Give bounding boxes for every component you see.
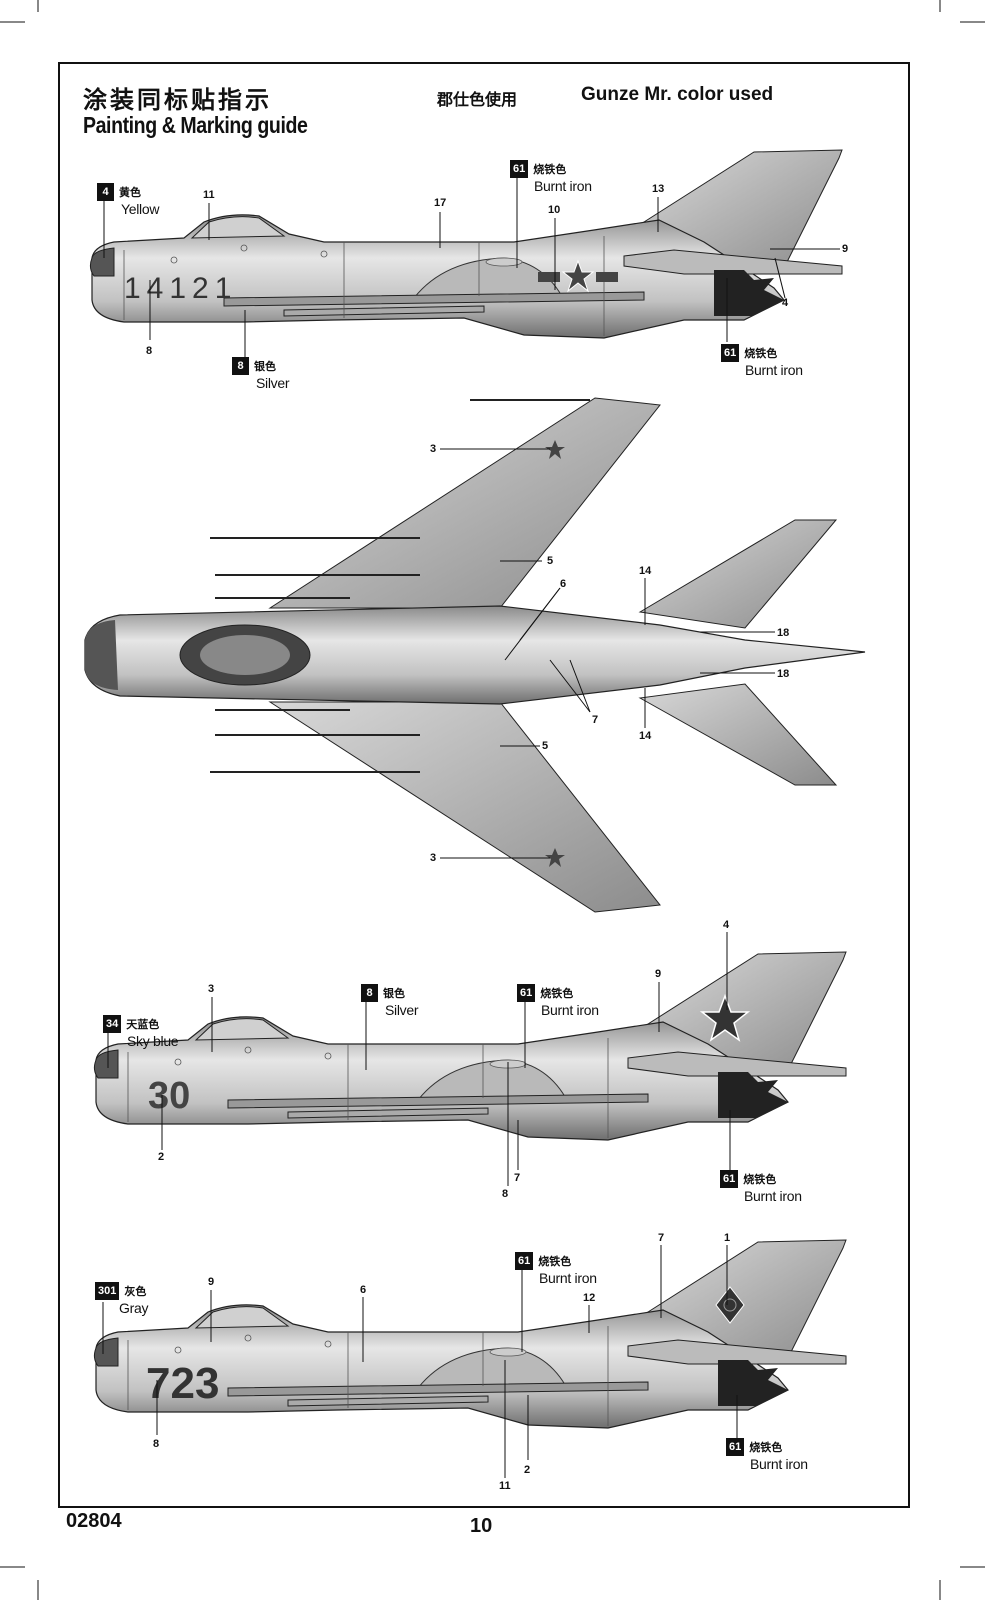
page-number: 10 xyxy=(470,1515,493,1537)
decal-ref: 4 xyxy=(723,919,730,931)
callout-sky-blue: 34 天蓝色 Sky blue xyxy=(103,1015,179,1049)
callout-burnt-iron: 61 烧铁色 Burnt iron xyxy=(515,1252,597,1286)
decal-ref: 5 xyxy=(542,740,549,752)
color-chip: 61 xyxy=(517,984,536,1002)
color-cn: 烧铁色 xyxy=(749,1442,783,1454)
color-cn: 天蓝色 xyxy=(126,1019,160,1031)
color-chip: 8 xyxy=(232,357,249,375)
page-frame xyxy=(58,62,910,1508)
decal-ref: 8 xyxy=(146,345,153,357)
decal-ref: 13 xyxy=(652,183,665,195)
decal-ref: 7 xyxy=(514,1172,521,1184)
color-cn: 烧铁色 xyxy=(540,988,574,1000)
color-cn: 烧铁色 xyxy=(533,164,567,176)
color-chip: 61 xyxy=(720,1170,739,1188)
color-chip: 4 xyxy=(97,183,114,201)
decal-ref: 11 xyxy=(499,1480,511,1492)
color-chip: 34 xyxy=(103,1015,122,1033)
decal-ref: 6 xyxy=(360,1284,367,1296)
color-en: Burnt iron xyxy=(539,1270,597,1286)
kit-number: 02804 xyxy=(66,1510,122,1532)
top-view-aircraft xyxy=(84,397,866,913)
decal-ref: 6 xyxy=(560,578,567,590)
callout-burnt-iron: 61 烧铁色 Burnt iron xyxy=(726,1438,808,1472)
color-en: Burnt iron xyxy=(541,1002,599,1018)
color-cn: 烧铁色 xyxy=(538,1256,572,1268)
callout-gray: 301 灰色 Gray xyxy=(95,1282,148,1316)
color-en: Silver xyxy=(256,375,290,391)
color-cn: 烧铁色 xyxy=(743,1174,777,1186)
gunze-chinese: 郡仕色使用 xyxy=(437,92,518,109)
decal-ref: 9 xyxy=(655,968,662,980)
color-chip: 61 xyxy=(721,344,740,362)
decal-ref: 8 xyxy=(502,1188,509,1200)
callout-yellow: 4 黄色 Yellow xyxy=(97,183,159,217)
color-cn: 灰色 xyxy=(124,1286,147,1298)
color-cn: 烧铁色 xyxy=(744,348,778,360)
decal-ref: 14 xyxy=(639,565,652,577)
color-chip: 61 xyxy=(510,160,529,178)
color-en: Gray xyxy=(119,1300,149,1316)
callout-silver: 8 银色 Silver xyxy=(232,357,290,391)
decal-ref: 7 xyxy=(592,714,599,726)
color-cn: 银色 xyxy=(254,361,276,373)
decal-ref: 3 xyxy=(208,983,215,995)
color-en: Burnt iron xyxy=(750,1456,808,1472)
decal-ref: 3 xyxy=(430,852,437,864)
color-chip: 8 xyxy=(361,984,378,1002)
callout-burnt-iron: 61 烧铁色 Burnt iron xyxy=(721,344,803,378)
decal-ref: 8 xyxy=(153,1438,160,1450)
color-en: Yellow xyxy=(121,201,160,217)
color-en: Sky blue xyxy=(127,1033,179,1049)
decal-ref: 14 xyxy=(639,730,652,742)
decal-ref: 18 xyxy=(777,668,790,680)
callout-burnt-iron: 61 烧铁色 Burnt iron xyxy=(510,160,592,194)
profile-3-serial: 30 xyxy=(148,1075,190,1117)
color-en: Burnt iron xyxy=(744,1188,802,1204)
decal-ref: 2 xyxy=(524,1464,531,1476)
callout-burnt-iron: 61 烧铁色 Burnt iron xyxy=(720,1170,802,1204)
color-chip: 61 xyxy=(515,1252,534,1270)
gunze-english: Gunze Mr. color used xyxy=(581,84,774,105)
profile-1-serial: 14121 xyxy=(124,272,237,305)
decal-ref: 3 xyxy=(430,443,437,455)
callout-silver: 8 银色 Silver xyxy=(361,984,419,1018)
decal-ref: 7 xyxy=(658,1232,665,1244)
profile-4-tail-emblem xyxy=(715,1286,745,1324)
decal-ref: 11 xyxy=(203,189,215,201)
profile-4-serial: 723 xyxy=(146,1359,219,1408)
decal-ref: 9 xyxy=(842,243,849,255)
color-en: Burnt iron xyxy=(534,178,592,194)
decal-ref: 17 xyxy=(434,197,447,209)
decal-ref: 1 xyxy=(724,1232,731,1244)
decal-ref: 10 xyxy=(548,204,561,216)
color-cn: 银色 xyxy=(383,988,405,1000)
decal-ref: 18 xyxy=(777,627,790,639)
decal-ref: 2 xyxy=(158,1151,165,1163)
decal-ref: 12 xyxy=(583,1292,596,1304)
color-en: Burnt iron xyxy=(745,362,803,378)
color-cn: 黄色 xyxy=(119,187,141,199)
title-english: Painting & Marking guide xyxy=(83,112,308,138)
decal-ref: 9 xyxy=(208,1276,215,1288)
decal-ref: 4 xyxy=(782,297,789,309)
decal-ref: 5 xyxy=(547,555,554,567)
profile-3-tail-star xyxy=(699,993,751,1042)
profile-3-aircraft xyxy=(93,951,847,1141)
profile-1-aircraft xyxy=(89,149,843,339)
color-chip: 301 xyxy=(95,1282,120,1300)
title-chinese: 涂装同标贴指示 xyxy=(83,87,272,114)
callout-burnt-iron: 61 烧铁色 Burnt iron xyxy=(517,984,599,1018)
color-en: Silver xyxy=(385,1002,419,1018)
color-chip: 61 xyxy=(726,1438,745,1456)
profile-1-star xyxy=(538,259,618,293)
